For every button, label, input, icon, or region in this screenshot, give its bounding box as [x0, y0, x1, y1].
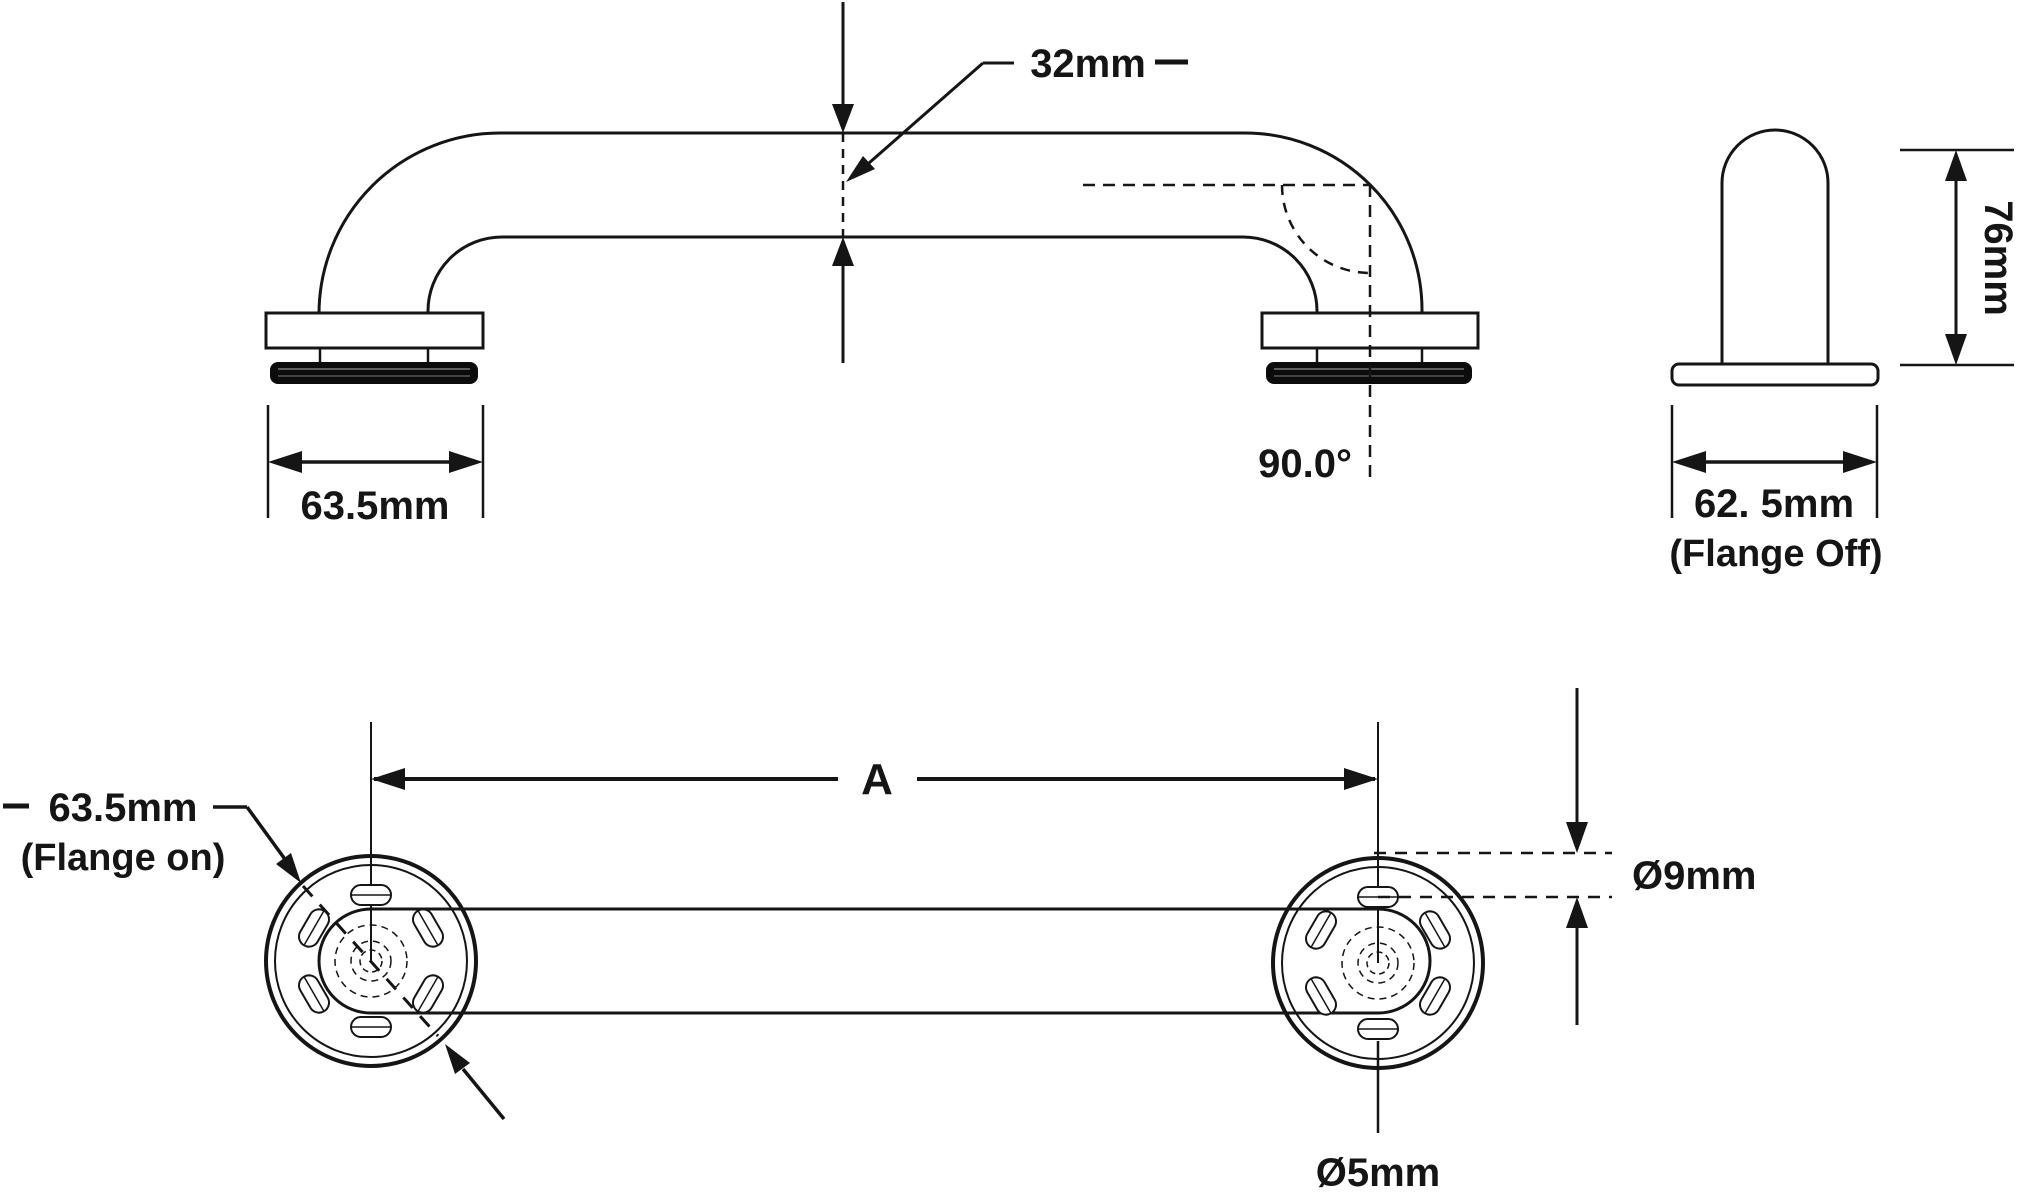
end-view: 76mm 62. 5mm (Flange Off) — [1669, 128, 2020, 575]
dim-plan-flange-diameter: 63.5mm (Flange on) — [3, 786, 506, 1121]
slot — [1419, 910, 1451, 950]
dim-hole-diameter: Ø5mm — [1316, 1041, 1441, 1192]
slot — [1419, 976, 1451, 1016]
slot — [1357, 1018, 1399, 1040]
side-view: 63.5mm 32mm 90.0° — [264, 2, 1480, 528]
label-centers-length: A — [861, 755, 893, 804]
bar-outline — [317, 907, 1432, 1015]
label-plan-flange-note: (Flange on) — [21, 837, 226, 879]
slot — [412, 908, 444, 948]
end-view-base — [1670, 362, 1880, 387]
slot — [350, 884, 392, 906]
label-hole-diameter: Ø5mm — [1316, 1151, 1441, 1192]
dim-bend-angle: 90.0° — [1083, 183, 1372, 486]
left-gasket — [270, 362, 478, 384]
dim-centers-length: A — [371, 755, 1378, 804]
label-bend-angle: 90.0° — [1258, 442, 1352, 486]
label-end-width-note: (Flange Off) — [1669, 533, 1882, 575]
label-slot-diameter: Ø9mm — [1632, 854, 1757, 898]
end-view-dome — [1720, 128, 1830, 365]
dim-tube-diameter: 32mm — [832, 2, 1188, 363]
label-plan-flange-diameter: 63.5mm — [49, 786, 198, 830]
slot — [1305, 976, 1337, 1016]
right-flange-slots — [1305, 886, 1451, 1040]
label-side-flange-width: 63.5mm — [301, 484, 450, 528]
slot — [350, 1016, 392, 1038]
dim-side-flange-width: 63.5mm — [266, 405, 485, 528]
left-flange-circle — [264, 854, 478, 1068]
tube-outline — [317, 131, 1424, 315]
dim-slot-diameter: Ø9mm — [1374, 688, 1757, 1025]
slot — [298, 974, 330, 1014]
left-flange-slots — [298, 884, 444, 1038]
slot — [412, 974, 444, 1014]
dim-end-height: 76mm — [1900, 148, 2020, 367]
dim-end-width: 62. 5mm (Flange Off) — [1669, 405, 1883, 575]
left-flange-plate — [264, 311, 485, 350]
label-tube-diameter: 32mm — [1030, 42, 1146, 86]
tube-stubs — [318, 348, 1424, 363]
label-end-height: 76mm — [1976, 200, 2020, 316]
label-end-width: 62. 5mm — [1694, 482, 1854, 526]
plan-view: A — [3, 688, 1757, 1192]
slot — [1305, 910, 1337, 950]
